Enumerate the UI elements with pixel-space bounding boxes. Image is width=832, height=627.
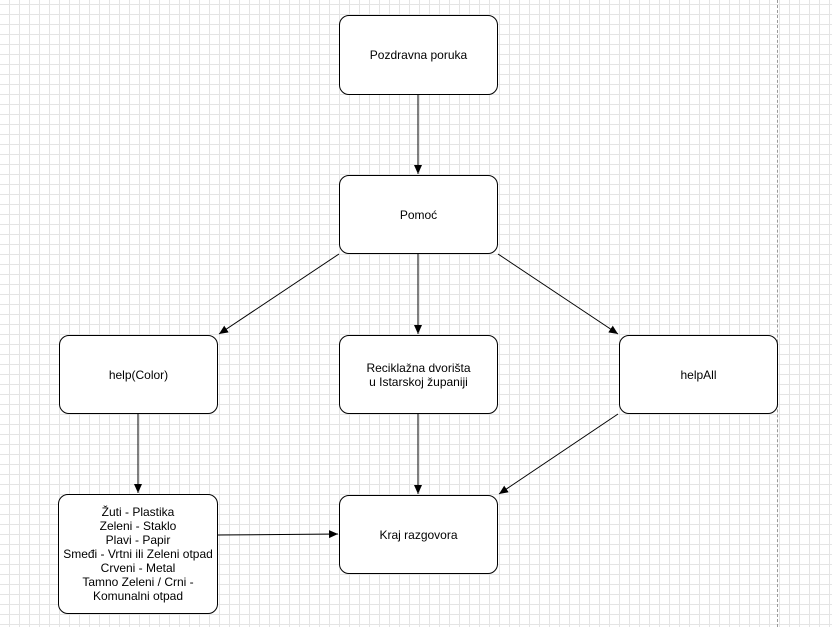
node-recycling-yards[interactable]: Reciklažna dvorišta u Istarskoj županiji [339, 335, 498, 414]
edge-color-list-to-end[interactable] [217, 530, 339, 539]
node-help-all[interactable]: helpAll [619, 335, 778, 414]
node-recycling-yards-label: Reciklažna dvorišta u Istarskoj županiji [366, 360, 471, 389]
node-help-all-label: helpAll [680, 367, 717, 382]
node-color-list-label: Žuti - Plastika Zeleni - Staklo Plavi - … [63, 505, 213, 603]
node-help[interactable]: Pomoć [339, 175, 498, 254]
page-boundary-line [777, 0, 778, 627]
node-greeting-label: Pozdravna poruka [369, 48, 468, 62]
node-color-list[interactable]: Žuti - Plastika Zeleni - Staklo Plavi - … [58, 494, 218, 614]
node-help-color[interactable]: help(Color) [59, 335, 218, 414]
node-end-conversation[interactable]: Kraj razgovora [339, 495, 498, 574]
edge-help-all-to-end[interactable] [498, 413, 619, 495]
node-help-color-label: help(Color) [108, 367, 169, 382]
node-help-label: Pomoć [399, 207, 438, 222]
edge-help-to-help-color[interactable] [218, 253, 340, 335]
edge-help-to-help-all[interactable] [497, 253, 619, 335]
node-greeting[interactable]: Pozdravna poruka [339, 15, 498, 95]
node-end-conversation-label: Kraj razgovora [379, 527, 458, 542]
